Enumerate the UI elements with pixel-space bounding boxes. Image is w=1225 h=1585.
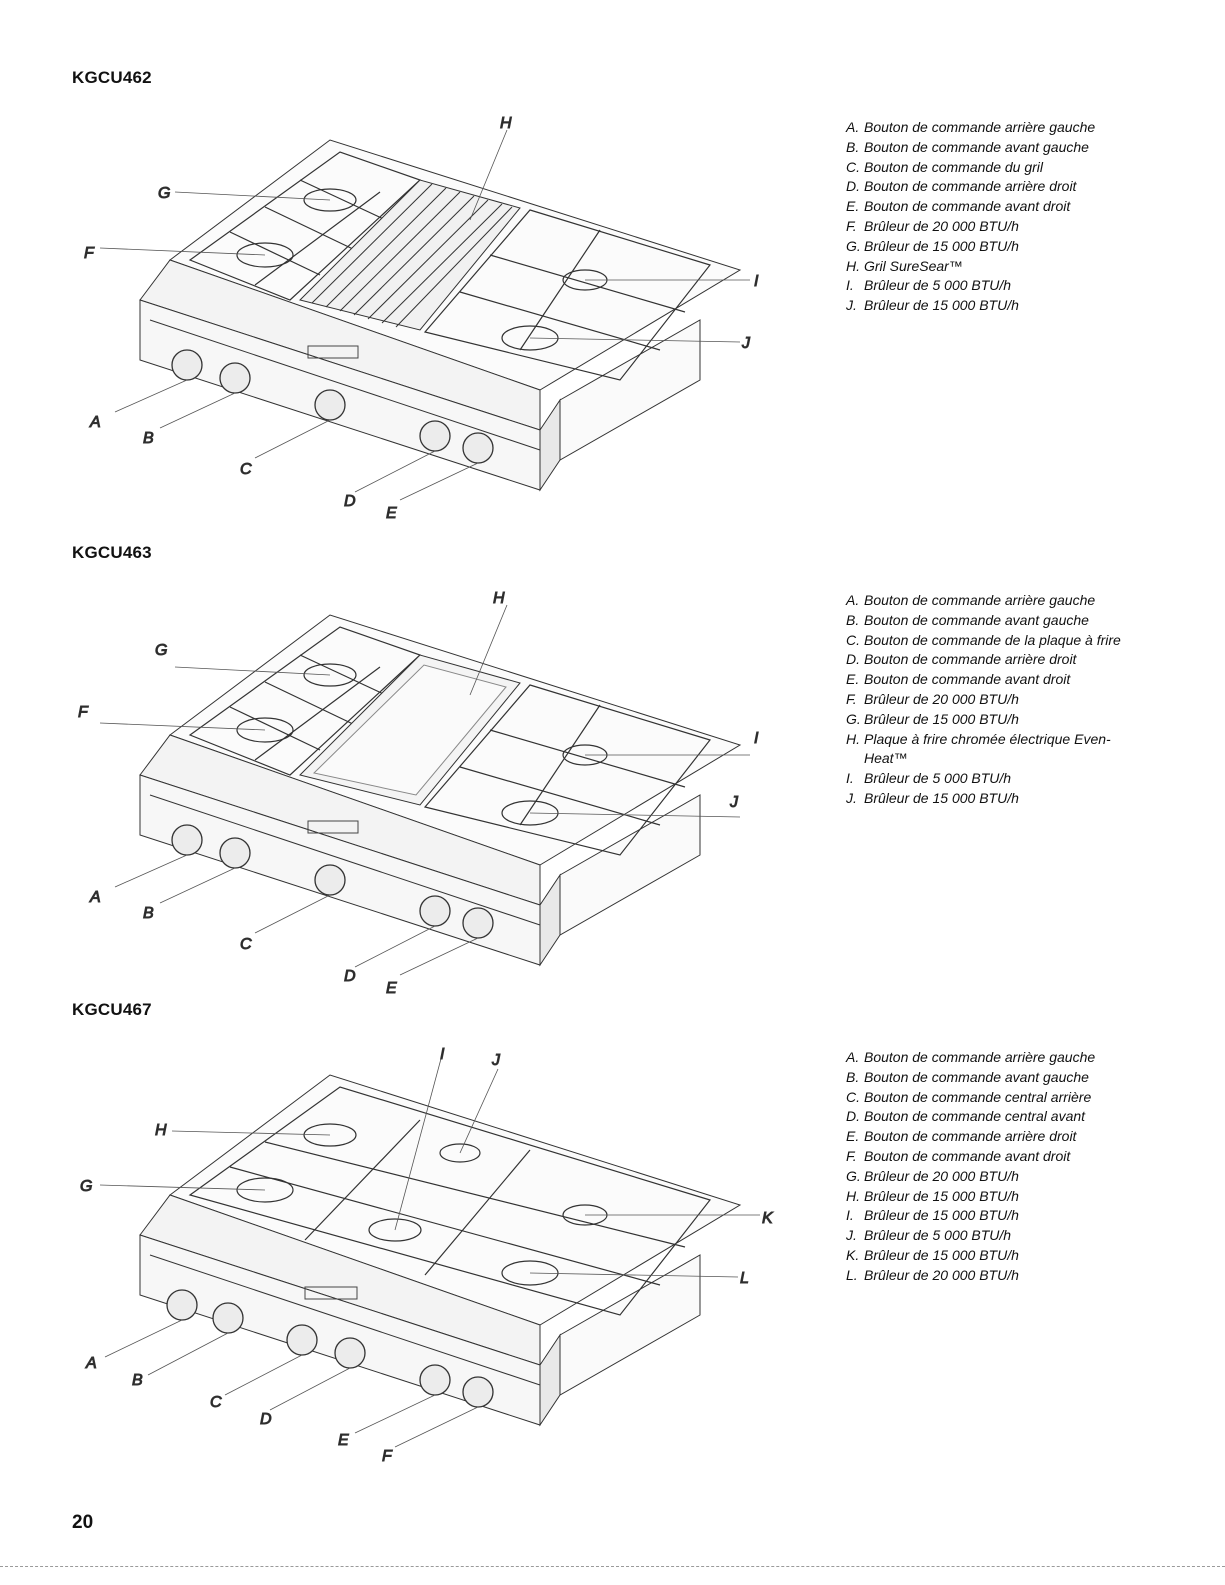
- legend-item: E.Bouton de commande avant droit: [846, 198, 1071, 215]
- cooktop-diagram-grill: A B C D E F G H I J: [60, 100, 800, 540]
- legend-item: C.Bouton de commande central arrière: [846, 1088, 1092, 1105]
- callout-labels: A B C D E F G H I J: [84, 115, 760, 523]
- callout-a: A: [85, 1355, 97, 1372]
- legend-item: E.Bouton de commande avant droit: [846, 671, 1071, 688]
- callout-a: A: [89, 889, 101, 906]
- legend-item: I.Brûleur de 5 000 BTU/h: [846, 277, 1012, 294]
- callout-labels: A B C D E F G H I J K L: [80, 1046, 775, 1466]
- callout-j: J: [741, 335, 751, 352]
- legend-item: I.Brûleur de 15 000 BTU/h: [846, 1207, 1019, 1224]
- callout-b: B: [143, 430, 154, 447]
- brand-badge: [304, 1286, 358, 1300]
- callout-d: D: [344, 968, 356, 985]
- callout-k: K: [762, 1210, 774, 1227]
- model-title-kgcu467: KGCU467: [72, 1000, 152, 1019]
- legend-item: G.Brûleur de 20 000 BTU/h: [846, 1167, 1019, 1184]
- legend-item: A.Bouton de commande arrière gauche: [846, 1049, 1096, 1065]
- callout-labels: A B C D E F G H I J: [78, 590, 760, 998]
- control-knobs: [171, 349, 494, 464]
- model-title-kgcu463: KGCU463: [72, 543, 152, 562]
- callout-j: J: [729, 794, 739, 811]
- legend-item: B.Bouton de commande avant gauche: [846, 611, 1089, 628]
- legend-kgcu463: A.Bouton de commande arrière gauche B.Bo…: [846, 591, 1146, 809]
- callout-d: D: [260, 1411, 272, 1428]
- legend-item: C.Bouton de commande de la plaque à frir…: [846, 631, 1121, 648]
- callout-f: F: [382, 1448, 393, 1465]
- legend-item: D.Bouton de commande arrière droit: [846, 178, 1077, 195]
- legend-item: F.Brûleur de 20 000 BTU/h: [846, 217, 1019, 234]
- model-title-kgcu462: KGCU462: [72, 68, 152, 87]
- legend-item: B.Bouton de commande avant gauche: [846, 138, 1089, 155]
- callout-f: F: [78, 704, 89, 721]
- callout-c: C: [240, 461, 252, 478]
- callout-d: D: [344, 493, 356, 510]
- cooktop-diagram-six-burner: A B C D E F G H I J K L: [60, 1035, 800, 1475]
- callout-e: E: [338, 1432, 349, 1449]
- callout-j: J: [491, 1052, 501, 1069]
- legend-item: H.Gril SureSear™: [846, 257, 963, 274]
- legend-item: G.Brûleur de 15 000 BTU/h: [846, 237, 1019, 254]
- legend-item: J.Brûleur de 15 000 BTU/h: [846, 297, 1019, 314]
- callout-h: H: [500, 115, 512, 132]
- legend-item: C.Bouton de commande du gril: [846, 158, 1043, 175]
- callout-c: C: [240, 936, 252, 953]
- callout-b: B: [132, 1372, 143, 1389]
- legend-item: A.Bouton de commande arrière gauche: [846, 119, 1096, 135]
- legend-item: J.Brûleur de 15 000 BTU/h: [846, 789, 1019, 806]
- callout-i: I: [440, 1046, 445, 1063]
- page-number: 20: [72, 1512, 94, 1533]
- legend-item: F.Bouton de commande avant droit: [846, 1147, 1071, 1164]
- leader-lines: [99, 129, 750, 501]
- legend-item: D.Bouton de commande central avant: [846, 1108, 1086, 1125]
- callout-g: G: [155, 642, 167, 659]
- legend-item: H.Brûleur de 15 000 BTU/h: [846, 1187, 1019, 1204]
- legend-item: H.Plaque à frire chromée électrique Even…: [846, 730, 1111, 767]
- legend-item: A.Bouton de commande arrière gauche: [846, 592, 1096, 608]
- bottom-divider: [0, 1566, 1225, 1567]
- grill-surface: [299, 179, 521, 331]
- leader-lines: [99, 604, 750, 976]
- callout-h: H: [155, 1122, 167, 1139]
- legend-kgcu467: A.Bouton de commande arrière gauche B.Bo…: [846, 1048, 1146, 1286]
- callout-e: E: [386, 505, 397, 522]
- callout-a: A: [89, 414, 101, 431]
- legend-item: D.Bouton de commande arrière droit: [846, 651, 1077, 668]
- callout-g: G: [158, 185, 170, 202]
- callout-g: G: [80, 1178, 92, 1195]
- legend-item: I.Brûleur de 5 000 BTU/h: [846, 770, 1012, 787]
- legend-item: K.Brûleur de 15 000 BTU/h: [846, 1246, 1019, 1263]
- callout-b: B: [143, 905, 154, 922]
- legend-kgcu462: A.Bouton de commande arrière gauche B.Bo…: [846, 118, 1146, 316]
- callout-e: E: [386, 980, 397, 997]
- legend-item: E.Bouton de commande arrière droit: [846, 1128, 1077, 1145]
- callout-l: L: [740, 1270, 749, 1287]
- leader-lines: [99, 1054, 760, 1448]
- legend-item: B.Bouton de commande avant gauche: [846, 1068, 1089, 1085]
- callout-i: I: [754, 730, 759, 747]
- legend-item: J.Brûleur de 5 000 BTU/h: [846, 1227, 1012, 1244]
- burner-grates: [188, 1086, 712, 1316]
- callout-h: H: [493, 590, 505, 607]
- control-knobs: [171, 824, 494, 939]
- legend-item: G.Brûleur de 15 000 BTU/h: [846, 710, 1019, 727]
- cooktop-diagram-griddle: A B C D E F G H I J: [60, 575, 800, 1015]
- legend-item: F.Brûleur de 20 000 BTU/h: [846, 690, 1019, 707]
- right-burner-grates: [423, 209, 712, 381]
- legend-item: L.Brûleur de 20 000 BTU/h: [846, 1266, 1019, 1283]
- brand-badge: [307, 345, 359, 359]
- callout-c: C: [210, 1394, 222, 1411]
- callout-i: I: [754, 273, 759, 290]
- griddle-surface: [299, 654, 521, 806]
- control-knobs: [166, 1289, 494, 1408]
- brand-badge: [307, 820, 359, 834]
- callout-f: F: [84, 245, 95, 262]
